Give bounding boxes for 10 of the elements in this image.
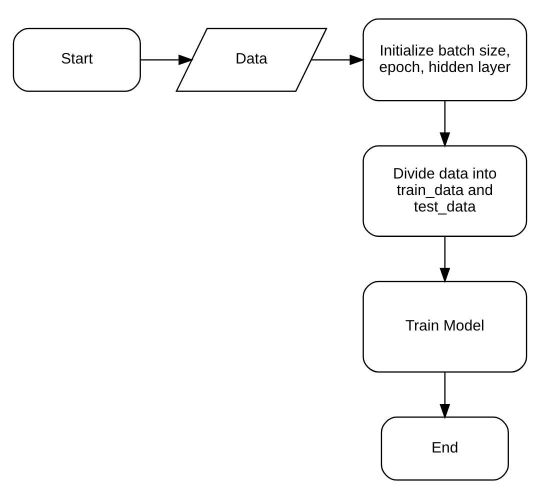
arrow — [311, 54, 365, 66]
node-box: Start — [12, 28, 141, 92]
node-box: Divide data into train_data and test_data — [362, 145, 528, 237]
node-box: Initialize batch size, epoch, hidden layer — [362, 18, 528, 102]
arrow — [140, 54, 194, 66]
node-box: End — [380, 416, 509, 481]
arrow — [440, 236, 450, 284]
node-box: Train Model — [362, 280, 528, 373]
arrow — [440, 372, 450, 420]
arrow — [440, 100, 450, 148]
